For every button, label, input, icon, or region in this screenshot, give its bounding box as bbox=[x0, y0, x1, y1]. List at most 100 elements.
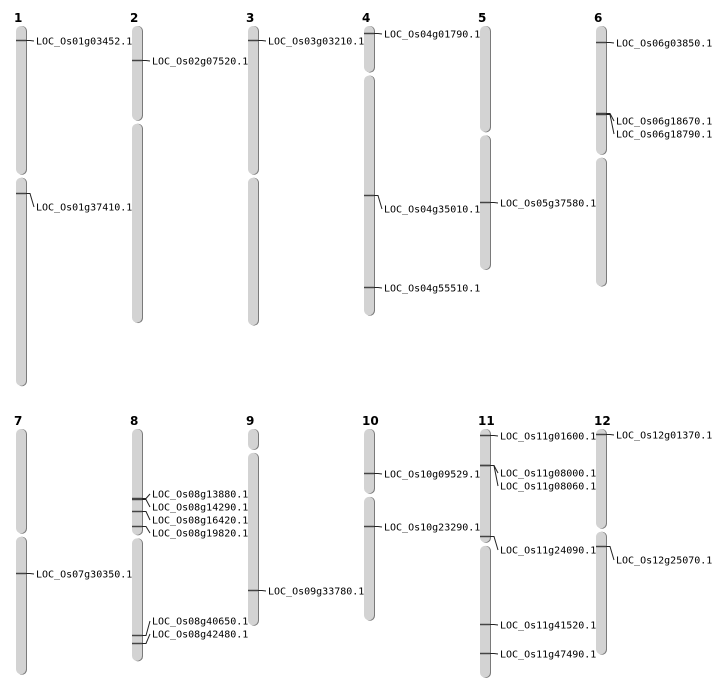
chromosome-long-arm bbox=[596, 531, 606, 655]
chromosome-short-arm bbox=[16, 429, 26, 534]
marker-label: LOC_Os05g37580.1 bbox=[500, 199, 596, 210]
chromosome-number: 10 bbox=[362, 414, 379, 428]
marker-label: LOC_Os12g25070.1 bbox=[616, 556, 712, 567]
marker-leader bbox=[606, 42, 615, 44]
chromosome-short-arm bbox=[480, 26, 490, 132]
chromosome-6: 6LOC_Os06g03850.1LOC_Os06g18670.1LOC_Os0… bbox=[594, 11, 712, 287]
marker-leader bbox=[374, 195, 383, 210]
marker-leader bbox=[374, 287, 383, 289]
marker-label: LOC_Os09g33780.1 bbox=[268, 587, 364, 598]
chromosome-number: 9 bbox=[246, 414, 254, 428]
chromosome-short-arm bbox=[364, 429, 374, 494]
marker-leader bbox=[142, 526, 151, 534]
marker-label: LOC_Os08g13880.1 bbox=[152, 490, 248, 501]
chromosome-number: 6 bbox=[594, 11, 602, 25]
marker-label: LOC_Os07g30350.1 bbox=[36, 570, 132, 581]
marker-leader bbox=[490, 465, 499, 487]
chromosome-short-arm bbox=[132, 429, 142, 535]
marker-leader bbox=[606, 114, 615, 135]
chromosome-number: 4 bbox=[362, 11, 370, 25]
marker-leader bbox=[142, 493, 151, 499]
marker-leader bbox=[258, 40, 267, 42]
marker-leader bbox=[142, 633, 151, 644]
chromosome-number: 8 bbox=[130, 414, 138, 428]
marker-leader bbox=[258, 590, 267, 592]
chromosome-number: 2 bbox=[130, 11, 138, 25]
marker-label: LOC_Os02g07520.1 bbox=[152, 57, 248, 68]
chromosome-long-arm bbox=[364, 496, 374, 621]
marker-label: LOC_Os08g42480.1 bbox=[152, 630, 248, 641]
chromosome-long-arm bbox=[248, 452, 258, 626]
marker-label: LOC_Os11g08060.1 bbox=[500, 482, 596, 493]
chromosome-short-arm bbox=[596, 429, 606, 529]
marker-label: LOC_Os04g35010.1 bbox=[384, 205, 480, 216]
chromosome-long-arm bbox=[16, 536, 26, 675]
marker-leader bbox=[490, 536, 499, 551]
chromosome-8: 8LOC_Os08g13880.1LOC_Os08g14290.1LOC_Os0… bbox=[130, 414, 248, 662]
marker-label: LOC_Os08g19820.1 bbox=[152, 529, 248, 540]
marker-label: LOC_Os08g40650.1 bbox=[152, 617, 248, 628]
marker-leader bbox=[142, 620, 151, 636]
chromosome-short-arm bbox=[132, 26, 142, 121]
chromosome-long-arm bbox=[480, 545, 490, 678]
marker-label: LOC_Os11g01600.1 bbox=[500, 432, 596, 443]
chromosome-short-arm bbox=[480, 429, 490, 543]
marker-leader bbox=[26, 193, 35, 208]
marker-label: LOC_Os10g23290.1 bbox=[384, 523, 480, 534]
marker-label: LOC_Os10g09529.1 bbox=[384, 470, 480, 481]
chromosome-short-arm bbox=[248, 26, 258, 175]
marker-leader bbox=[606, 113, 615, 122]
marker-leader bbox=[490, 624, 499, 626]
marker-label: LOC_Os11g24090.1 bbox=[500, 546, 596, 557]
marker-leader bbox=[26, 40, 35, 42]
marker-leader bbox=[606, 434, 615, 436]
marker-leader bbox=[490, 653, 499, 655]
chromosome-short-arm bbox=[596, 26, 606, 155]
marker-label: LOC_Os06g18670.1 bbox=[616, 117, 712, 128]
chromosome-long-arm bbox=[132, 123, 142, 323]
chromosome-11: 11LOC_Os11g01600.1LOC_Os11g08000.1LOC_Os… bbox=[478, 414, 596, 678]
marker-label: LOC_Os04g01790.1 bbox=[384, 30, 480, 41]
marker-leader bbox=[490, 435, 499, 437]
chromosome-4: 4LOC_Os04g01790.1LOC_Os04g35010.1LOC_Os0… bbox=[362, 11, 480, 316]
chromosome-long-arm bbox=[16, 177, 26, 386]
marker-leader bbox=[490, 202, 499, 204]
marker-leader bbox=[374, 33, 383, 35]
marker-label: LOC_Os06g03850.1 bbox=[616, 39, 712, 50]
marker-label: LOC_Os08g16420.1 bbox=[152, 516, 248, 527]
marker-label: LOC_Os01g03452.1 bbox=[36, 37, 132, 48]
marker-leader bbox=[606, 546, 615, 561]
marker-label: LOC_Os01g37410.1 bbox=[36, 203, 132, 214]
marker-leader bbox=[142, 511, 151, 521]
marker-label: LOC_Os04g55510.1 bbox=[384, 284, 480, 295]
chromosome-number: 11 bbox=[478, 414, 495, 428]
marker-label: LOC_Os11g41520.1 bbox=[500, 621, 596, 632]
marker-leader bbox=[26, 573, 35, 575]
marker-label: LOC_Os12g01370.1 bbox=[616, 431, 712, 442]
chromosome-number: 12 bbox=[594, 414, 611, 428]
marker-label: LOC_Os06g18790.1 bbox=[616, 130, 712, 141]
chromosome-number: 3 bbox=[246, 11, 254, 25]
chromosome-short-arm bbox=[248, 429, 258, 450]
chromosome-short-arm bbox=[16, 26, 26, 175]
marker-label: LOC_Os11g08000.1 bbox=[500, 469, 596, 480]
marker-label: LOC_Os08g14290.1 bbox=[152, 503, 248, 514]
marker-leader bbox=[374, 526, 383, 528]
marker-leader bbox=[374, 473, 383, 475]
marker-leader bbox=[142, 60, 151, 62]
marker-leader bbox=[142, 499, 151, 508]
chromosome-number: 1 bbox=[14, 11, 22, 25]
chromosome-long-arm bbox=[596, 157, 606, 287]
chromosome-long-arm bbox=[248, 177, 258, 326]
chromosome-number: 5 bbox=[478, 11, 486, 25]
chromosome-long-arm bbox=[132, 538, 142, 661]
chromosome-short-arm bbox=[364, 26, 374, 73]
